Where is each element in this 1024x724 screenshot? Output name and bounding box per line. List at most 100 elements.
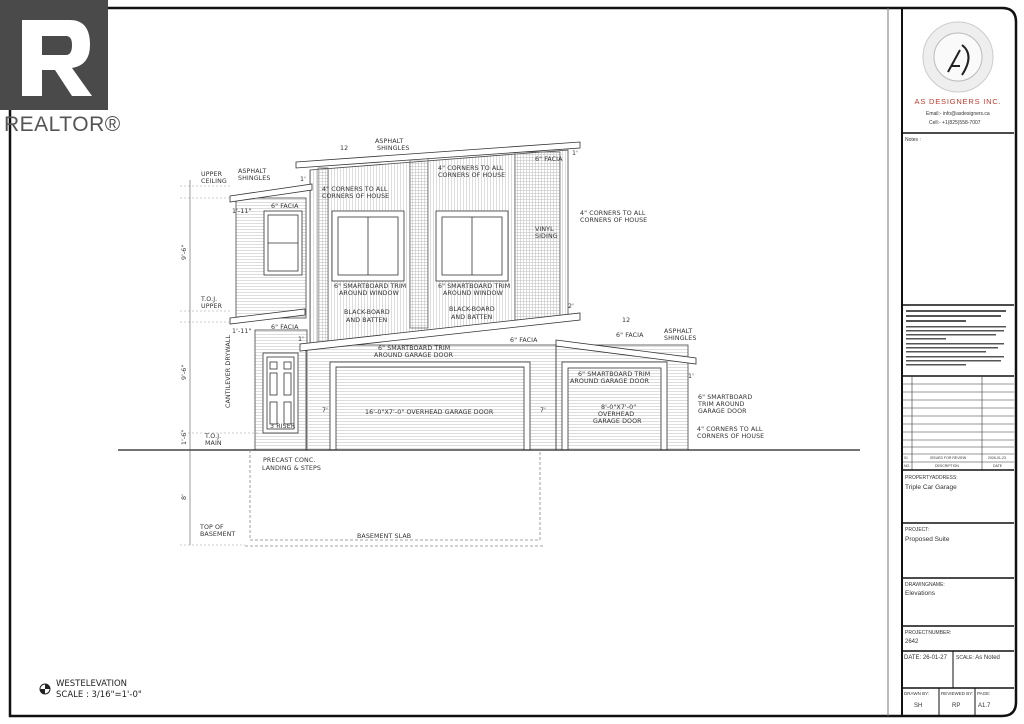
realtor-r-icon bbox=[22, 20, 92, 96]
window bbox=[435, 210, 509, 282]
drawn-by: SH bbox=[914, 703, 922, 709]
project-number-label: PROJECTNUMBER: bbox=[905, 630, 951, 636]
realtor-logo bbox=[0, 0, 108, 110]
garage-door-single bbox=[561, 361, 668, 451]
revision-row: 01 ISSUED FOR REVIEW 2026-01-23 bbox=[904, 456, 1006, 460]
entry-door bbox=[262, 352, 299, 434]
realtor-wordmark: REALTOR® bbox=[4, 113, 121, 136]
elevation-marker-icon bbox=[39, 683, 51, 695]
notes-label: Notes : bbox=[905, 137, 921, 143]
scale-field: SCALE: As Noted bbox=[956, 655, 1000, 661]
property-address: Triple Car Garage bbox=[905, 484, 957, 491]
svg-text:01: 01 bbox=[904, 456, 908, 460]
project-number: 2642 bbox=[905, 639, 919, 645]
main-roof bbox=[295, 141, 581, 169]
label-landing: PRECAST CONC.LANDING & STEPS bbox=[262, 457, 321, 472]
window bbox=[331, 210, 405, 282]
dim-overhang: 1'-11" bbox=[232, 328, 252, 335]
label-facia: 6" FACIA bbox=[271, 203, 299, 210]
project-name: Proposed Suite bbox=[905, 536, 950, 543]
svg-text:ISSUED FOR REVIEW: ISSUED FOR REVIEW bbox=[930, 456, 967, 460]
title-block: AS DESIGNERS INC. Email:- info@asdesigne… bbox=[902, 21, 1014, 716]
sheet-border bbox=[8, 6, 1018, 718]
drawing-name: Elevations bbox=[905, 590, 936, 597]
dim-overhang: 1' bbox=[688, 373, 694, 380]
dim-overhang: 1'-11" bbox=[232, 208, 252, 215]
vinyl-siding-panel bbox=[514, 151, 561, 323]
property-address-label: PROPERTYADDRESS: bbox=[905, 475, 958, 481]
svg-text:2026-01-23: 2026-01-23 bbox=[988, 456, 1006, 460]
roof-pitch: 12 bbox=[622, 317, 630, 324]
dim-overhang: 2' bbox=[568, 303, 574, 310]
company-name: AS DESIGNERS INC. bbox=[915, 97, 1002, 106]
roof-pitch: 12 bbox=[340, 145, 348, 152]
basement-outline bbox=[249, 450, 541, 541]
page-number: A1.7 bbox=[978, 703, 991, 709]
dim-floor: 1'-6" bbox=[181, 430, 188, 445]
label-facia: 6" FACIA bbox=[510, 337, 538, 344]
dim-overhang: 1' bbox=[298, 336, 304, 343]
label-garage-door-double: 16'-0"X7'-0" OVERHEAD GARAGE DOOR bbox=[365, 409, 494, 416]
revision-table bbox=[902, 376, 1014, 470]
svg-text:DESCRIPTION: DESCRIPTION bbox=[935, 464, 959, 468]
dim-door: 7' bbox=[540, 407, 546, 414]
dim-upper: 9'-6" bbox=[181, 245, 188, 260]
dim-basement: 8' bbox=[181, 494, 188, 500]
dim-overhang: 1' bbox=[572, 150, 578, 157]
reviewed-by: RP bbox=[952, 703, 960, 709]
drawing-title: WESTELEVATION bbox=[56, 679, 127, 689]
general-notes-text bbox=[906, 310, 1006, 366]
dim-door: 7' bbox=[322, 407, 328, 414]
company-logo bbox=[922, 21, 994, 93]
drawing-scale: SCALE : 3/16"=1'-0" bbox=[56, 690, 142, 700]
level-toj-upper: T.O.J.UPPER bbox=[200, 296, 223, 310]
svg-text:DATE: DATE bbox=[993, 464, 1003, 468]
window bbox=[263, 210, 303, 276]
side-garage-roof bbox=[555, 339, 697, 365]
revision-headers: NO. DESCRIPTION DATE bbox=[904, 464, 1003, 468]
label-basement-slab: BASEMENT SLAB bbox=[357, 533, 411, 540]
label-riser: 3 RISER bbox=[270, 423, 296, 430]
reviewed-by-label: REVIEWED BY: bbox=[941, 691, 973, 696]
dim-main: 9'-6" bbox=[181, 365, 188, 380]
label-facia: 6" FACIA bbox=[616, 332, 644, 339]
company-cell: Cell:- +1(825)558-7007 bbox=[929, 120, 981, 126]
label-cantilever: CANTILEVER DRYWALL bbox=[225, 335, 232, 408]
label-facia: 6" FACIA bbox=[271, 324, 299, 331]
project-label: PROJECT: bbox=[905, 527, 929, 533]
cantilever-roof bbox=[229, 183, 313, 203]
lower-roof bbox=[299, 312, 581, 352]
date-field: DATE: 26-01-27 bbox=[904, 655, 948, 661]
building-elevation bbox=[118, 141, 860, 547]
svg-text:NO.: NO. bbox=[904, 464, 910, 468]
garage-door-double bbox=[329, 361, 531, 451]
drawing-name-label: DRAWINGNAME: bbox=[905, 582, 945, 588]
corner-trim bbox=[409, 157, 429, 329]
drawn-by-label: DRAWN BY: bbox=[904, 691, 929, 696]
company-email: Email:- info@asdesigners.ca bbox=[926, 111, 990, 117]
level-toj-main: T.O.J.MAIN bbox=[204, 433, 222, 447]
label-facia: 6" FACIA bbox=[535, 156, 563, 163]
page-label: PAGE: bbox=[977, 691, 990, 696]
dim-overhang: 1' bbox=[300, 176, 306, 183]
